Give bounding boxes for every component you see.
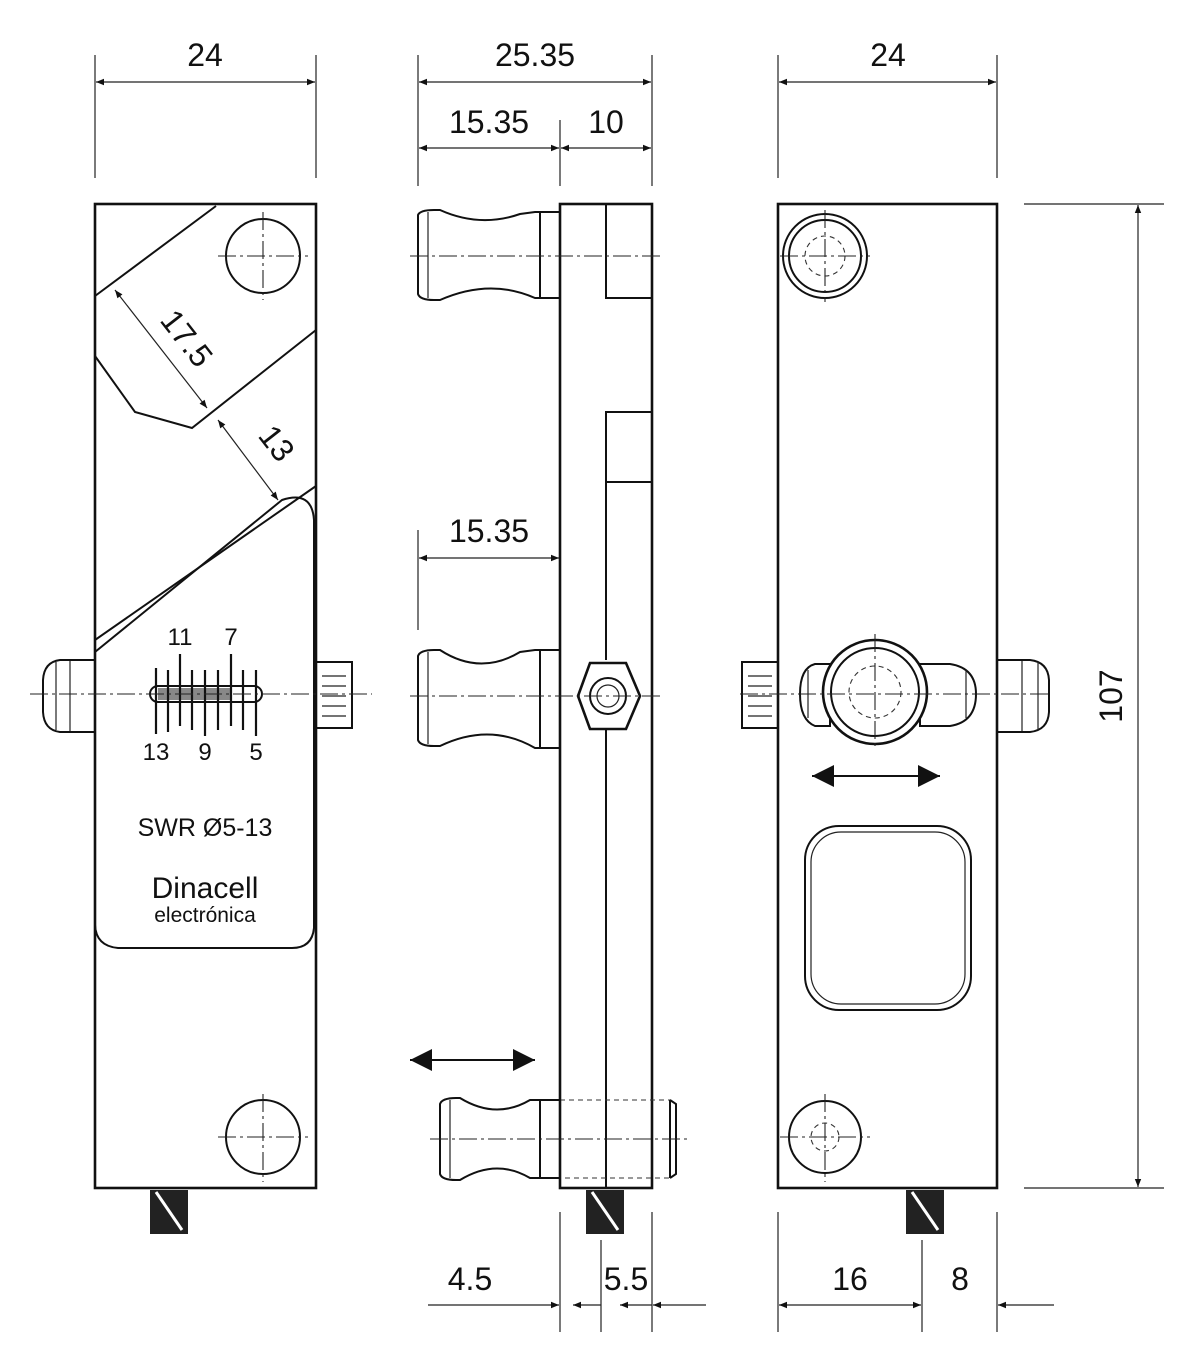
back-view: 24 bbox=[740, 37, 1164, 1332]
back-height-dim: 107 bbox=[1093, 669, 1129, 722]
back-bottom-left-dim: 16 bbox=[832, 1261, 868, 1297]
side-view: 25.35 15.35 10 15.35 bbox=[410, 37, 706, 1332]
brand-sub-label: electrónica bbox=[154, 904, 256, 927]
side-bottom-right-dim: 5.5 bbox=[604, 1261, 648, 1297]
brand-label: Dinacell bbox=[152, 872, 259, 905]
side-top-right-dim: 10 bbox=[588, 104, 624, 140]
side-total-dim: 25.35 bbox=[495, 37, 575, 73]
scale-bottom-5: 5 bbox=[249, 739, 262, 766]
scale-top-7: 7 bbox=[224, 624, 237, 651]
scale-slot-fill bbox=[158, 688, 230, 700]
side-bottom-left-dim: 4.5 bbox=[448, 1261, 492, 1297]
scale-bottom-13: 13 bbox=[143, 739, 170, 766]
side-top-left-dim: 15.35 bbox=[449, 104, 529, 140]
back-bottom-right-dim: 8 bbox=[951, 1261, 969, 1297]
scale-top-11: 11 bbox=[168, 624, 193, 651]
back-width-dim: 24 bbox=[870, 37, 906, 73]
side-mid-dim: 15.35 bbox=[449, 513, 529, 549]
scale-ticks bbox=[154, 654, 258, 736]
front-width-dim: 24 bbox=[187, 37, 223, 73]
scale-bottom-9: 9 bbox=[198, 739, 211, 766]
model-label: SWR Ø5-13 bbox=[138, 814, 273, 842]
front-view: 24 17.5 13 bbox=[30, 37, 372, 1234]
